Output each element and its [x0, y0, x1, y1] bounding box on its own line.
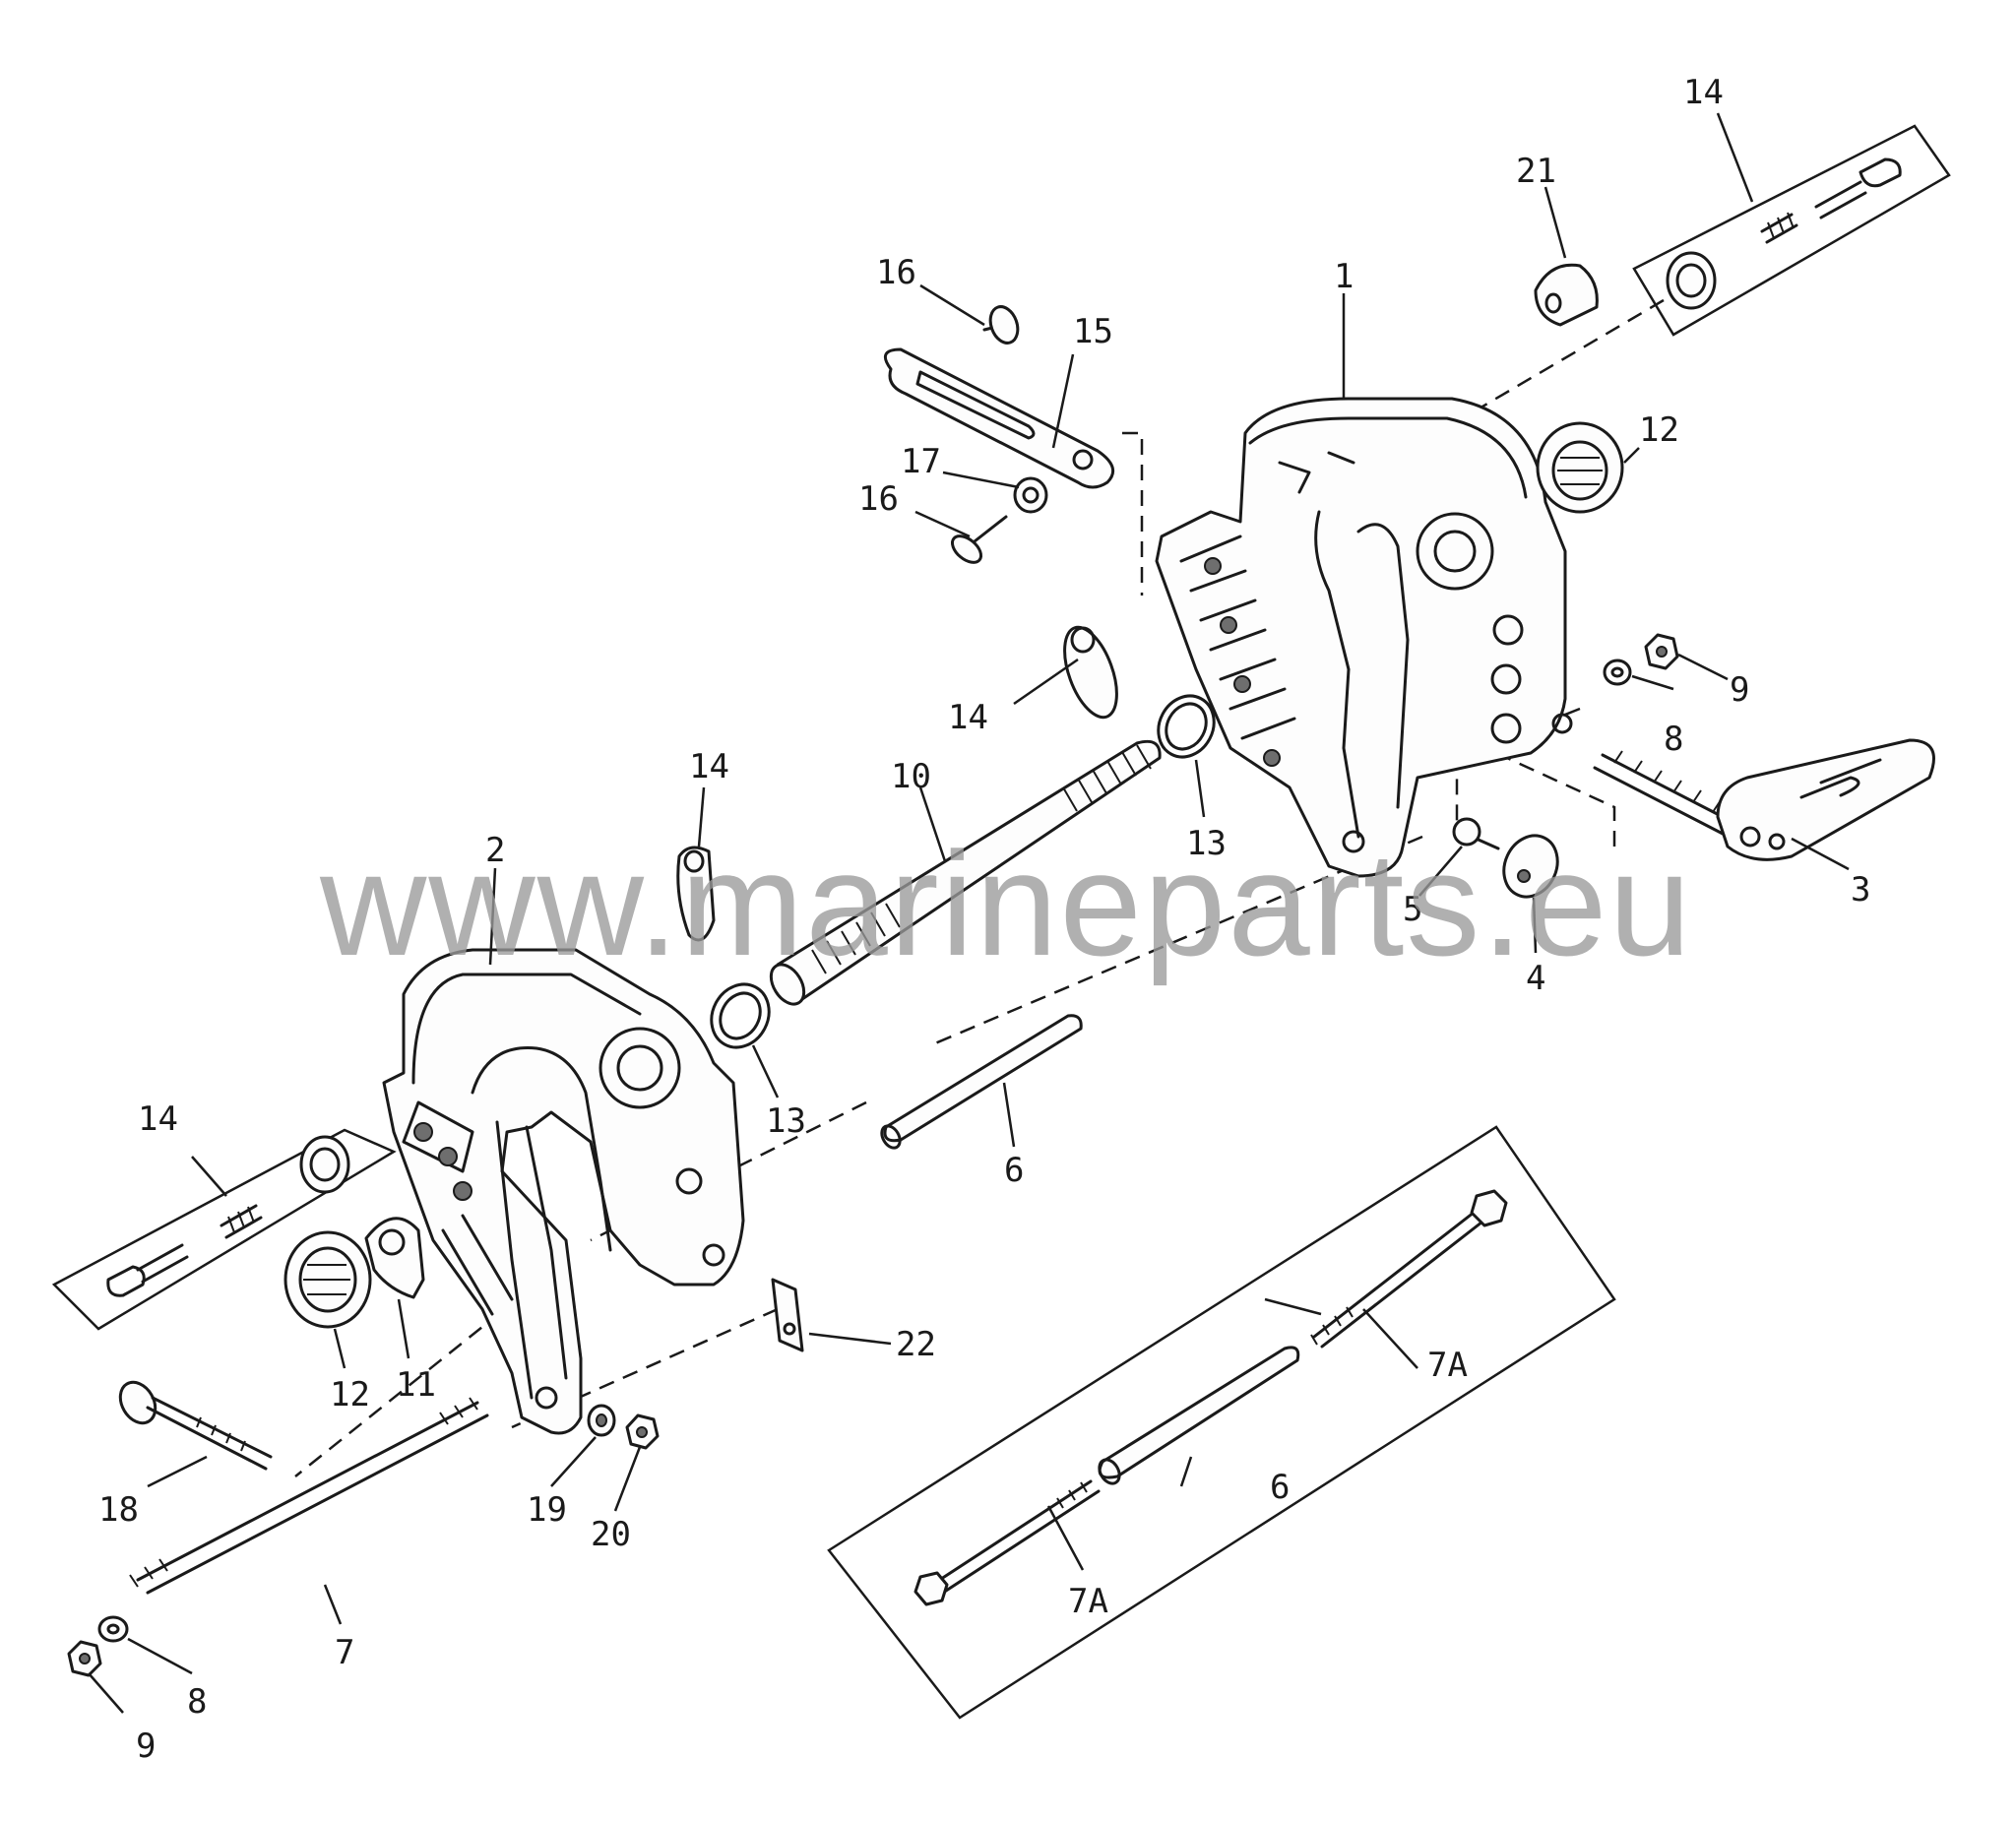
- slotted-plate-15: [883, 347, 1115, 489]
- nut-20: [625, 1413, 660, 1450]
- flat-washer-13-right: [1157, 694, 1216, 759]
- callout-6-inset: 6: [1270, 1468, 1290, 1507]
- inset-kit-box: [827, 1125, 1616, 1720]
- bolt-7a-upper: [1310, 1189, 1508, 1349]
- washer-4: [1502, 834, 1559, 899]
- callout-11: 11: [396, 1365, 436, 1405]
- callout-19: 19: [527, 1490, 567, 1530]
- callout-16-lower: 16: [858, 479, 899, 519]
- callout-14-mid: 14: [948, 698, 988, 737]
- nut-19: [587, 1404, 616, 1437]
- washer-17: [1013, 476, 1048, 514]
- pivot-kit-14-left: [51, 1128, 397, 1331]
- callout-15: 15: [1073, 312, 1113, 351]
- flat-washer-13-left: [710, 982, 771, 1049]
- callout-14-right-kit: 14: [1683, 73, 1724, 112]
- callout-3: 3: [1851, 870, 1870, 910]
- bushing-14-mid: [1063, 625, 1118, 720]
- callout-7a-upper: 7A: [1427, 1346, 1468, 1385]
- clamp-bracket-right: [1155, 397, 1573, 878]
- callout-8-left: 8: [187, 1682, 207, 1722]
- callout-21: 21: [1516, 152, 1556, 191]
- threaded-tube-10: [769, 739, 1162, 1006]
- callout-16-upper: 16: [876, 253, 916, 292]
- callout-13-right: 13: [1186, 824, 1227, 863]
- tilt-pin-lever: [1593, 738, 1935, 861]
- large-nut-12-left: [284, 1230, 372, 1329]
- callout-17: 17: [901, 442, 941, 481]
- callout-8-right: 8: [1664, 720, 1683, 759]
- callout-9-right: 9: [1730, 670, 1749, 710]
- clamp-bracket-left: [382, 948, 745, 1435]
- pivot-kit-14-right: [1632, 124, 1951, 337]
- washer-8-right: [1603, 659, 1632, 686]
- callout-labels: 1 2 3 4 5 6 6 7 7A 7A 8 8 9 9 10 11 12 1…: [98, 73, 1870, 1766]
- washer-8-left: [97, 1615, 129, 1643]
- callout-5: 5: [1403, 890, 1422, 929]
- locknut-9-right: [1644, 633, 1679, 670]
- screw-16-lower: [950, 515, 1008, 564]
- handle-screw-18: [118, 1380, 273, 1471]
- callout-7a-lower: 7A: [1068, 1582, 1108, 1621]
- callout-14-upper-left: 14: [689, 747, 729, 786]
- cap-21: [1534, 263, 1599, 327]
- bolt-5: [1452, 817, 1500, 850]
- locknut-9-left: [67, 1640, 102, 1677]
- spacer-tube-6-inset: [1098, 1346, 1300, 1485]
- bushing-14-left: [676, 846, 716, 942]
- tab-washer-11: [364, 1217, 425, 1299]
- callout-22: 22: [896, 1325, 936, 1364]
- callout-12-right: 12: [1639, 410, 1679, 450]
- callout-4: 4: [1526, 959, 1545, 998]
- callout-1: 1: [1334, 257, 1354, 296]
- callout-10: 10: [891, 757, 931, 796]
- bolt-7a-lower: [914, 1479, 1101, 1606]
- callout-7: 7: [335, 1633, 354, 1672]
- callout-9-left: 9: [136, 1727, 156, 1766]
- callout-18: 18: [98, 1490, 139, 1530]
- callout-6: 6: [1004, 1151, 1024, 1190]
- leader-lines: [88, 112, 1850, 1714]
- watermark-text: www.marineparts.eu: [319, 821, 1693, 986]
- callout-2: 2: [485, 831, 505, 870]
- callout-14-left-kit: 14: [138, 1099, 178, 1139]
- callout-20: 20: [591, 1515, 631, 1554]
- large-nut-12-right: [1536, 421, 1624, 514]
- through-bolt-7: [129, 1397, 489, 1595]
- callout-13-left: 13: [766, 1101, 806, 1141]
- plate-22: [771, 1278, 804, 1352]
- screw-16-upper: [982, 305, 1020, 345]
- callout-12-left: 12: [330, 1375, 370, 1414]
- spacer-tube-6: [880, 1014, 1083, 1150]
